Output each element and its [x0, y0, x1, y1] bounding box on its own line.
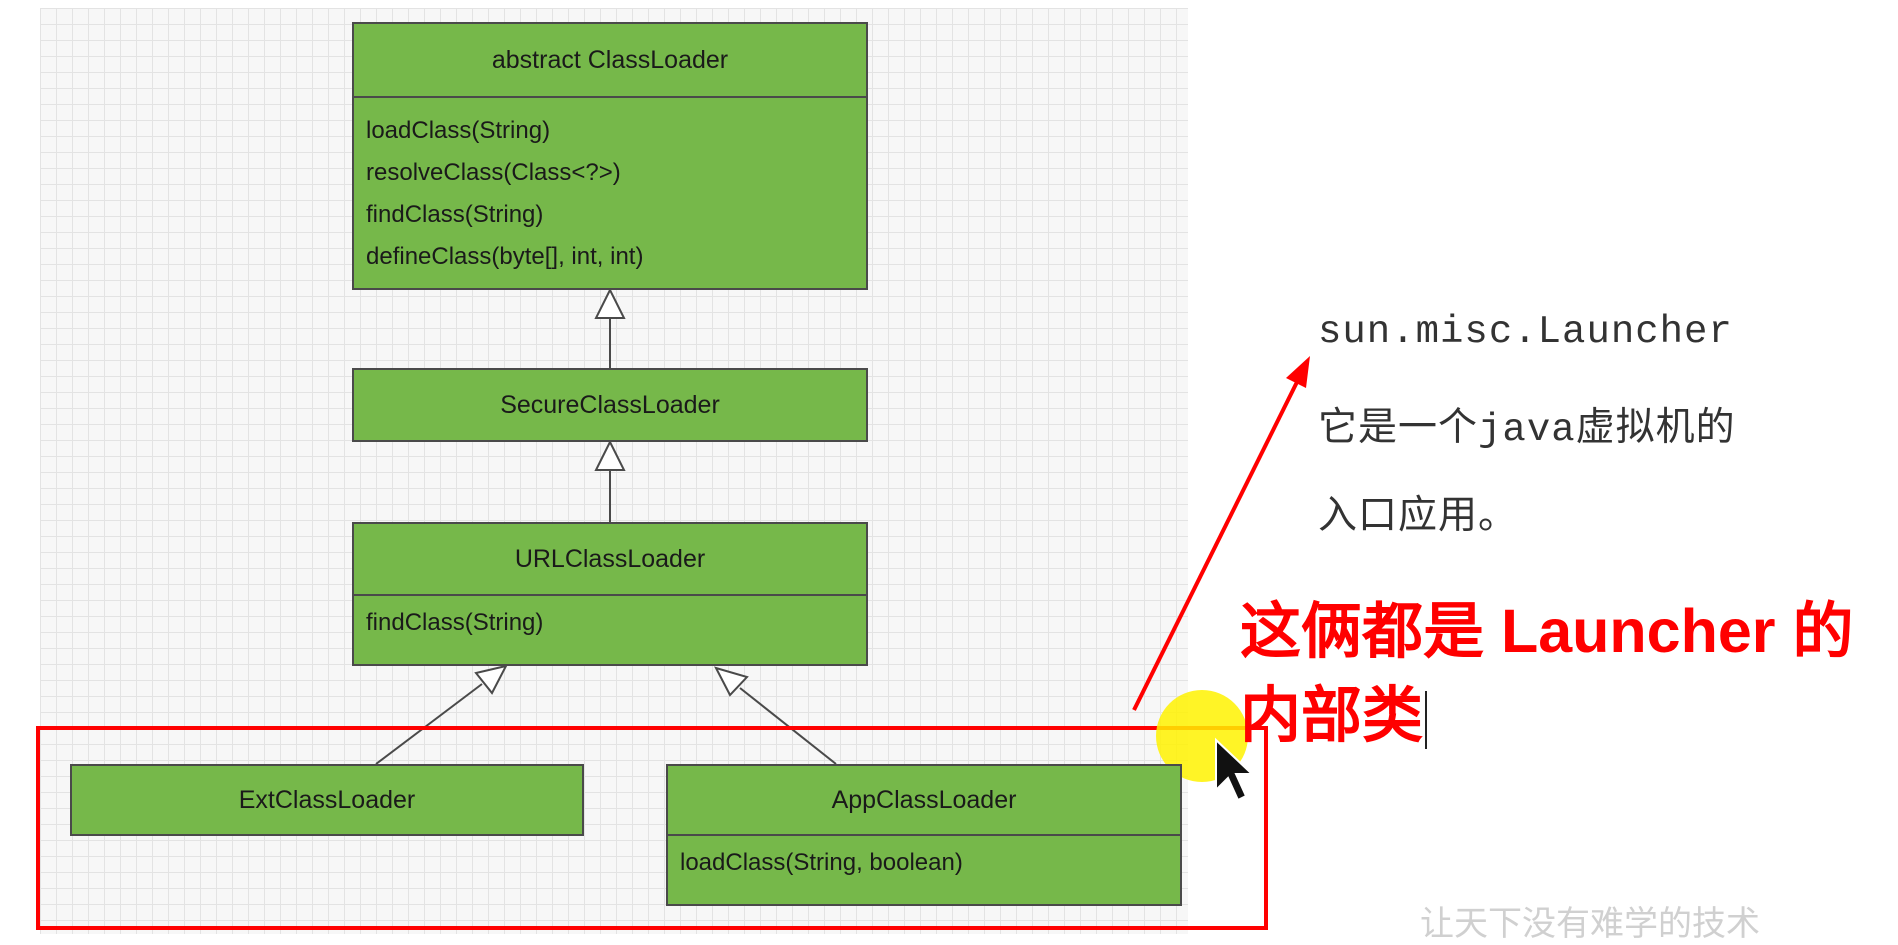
urlclassloader-methods: findClass(String)	[354, 594, 866, 664]
watermark-text: 让天下没有难学的技术	[1420, 904, 1760, 944]
inheritance-arrowhead-classloader	[594, 287, 626, 319]
note-launcher-class: sun.misc.Launcher	[1318, 310, 1733, 354]
note-desc-prefix: 它是一个	[1318, 405, 1479, 450]
text-caret	[1425, 690, 1428, 749]
urlclassloader-title: URLClassLoader	[514, 544, 706, 573]
method-findclass: findClass(String)	[366, 201, 544, 228]
note-desc-java: java	[1478, 408, 1576, 452]
annotation-arrowhead	[1286, 356, 1310, 388]
inheritance-line-ext	[375, 683, 483, 765]
secureclassloader-box: SecureClassLoader	[352, 368, 868, 442]
urlclassloader-box: URLClassLoader findClass(String)	[352, 522, 868, 666]
note-description-line: 它是一个java虚拟机的	[1318, 396, 1736, 452]
method-defineclass: defineClass(byte[], int, int)	[366, 243, 644, 270]
highlight-box	[36, 726, 1268, 930]
extclassloader-title: ExtClassLoader	[238, 785, 416, 814]
classloader-box: abstract ClassLoader loadClass(String) r…	[352, 22, 868, 290]
appclassloader-title: AppClassLoader	[831, 785, 1017, 814]
inheritance-arrowhead-url-left	[474, 664, 508, 695]
appclassloader-methods: loadClass(String, boolean)	[668, 834, 1180, 904]
method-resolveclass: resolveClass(Class<?>)	[366, 159, 621, 186]
annotation-line-2-wrap: 内部类	[1240, 680, 1428, 750]
method-loadclass-app: loadClass(String, boolean)	[680, 849, 963, 876]
method-loadclass: loadClass(String)	[366, 117, 551, 144]
note-entry-line: 入口应用。	[1318, 493, 1519, 538]
annotation-arrow-line	[1132, 379, 1300, 711]
note-desc-suffix: 虚拟机的	[1575, 405, 1736, 450]
method-findclass-url: findClass(String)	[366, 609, 544, 636]
annotation-line-1: 这俩都是 Launcher 的	[1240, 597, 1854, 665]
classloader-methods: loadClass(String) resolveClass(Class<?>)…	[354, 96, 866, 288]
appclassloader-box: AppClassLoader loadClass(String, boolean…	[666, 764, 1182, 906]
classloader-title: abstract ClassLoader	[491, 45, 729, 74]
inheritance-arrowhead-url-right	[714, 666, 749, 697]
annotation-line-2: 内部类	[1240, 681, 1424, 749]
inheritance-arrowhead-secure	[594, 439, 626, 471]
extclassloader-box: ExtClassLoader	[70, 764, 584, 836]
secureclassloader-title: SecureClassLoader	[500, 390, 720, 419]
mouse-pointer-icon	[1215, 737, 1255, 802]
